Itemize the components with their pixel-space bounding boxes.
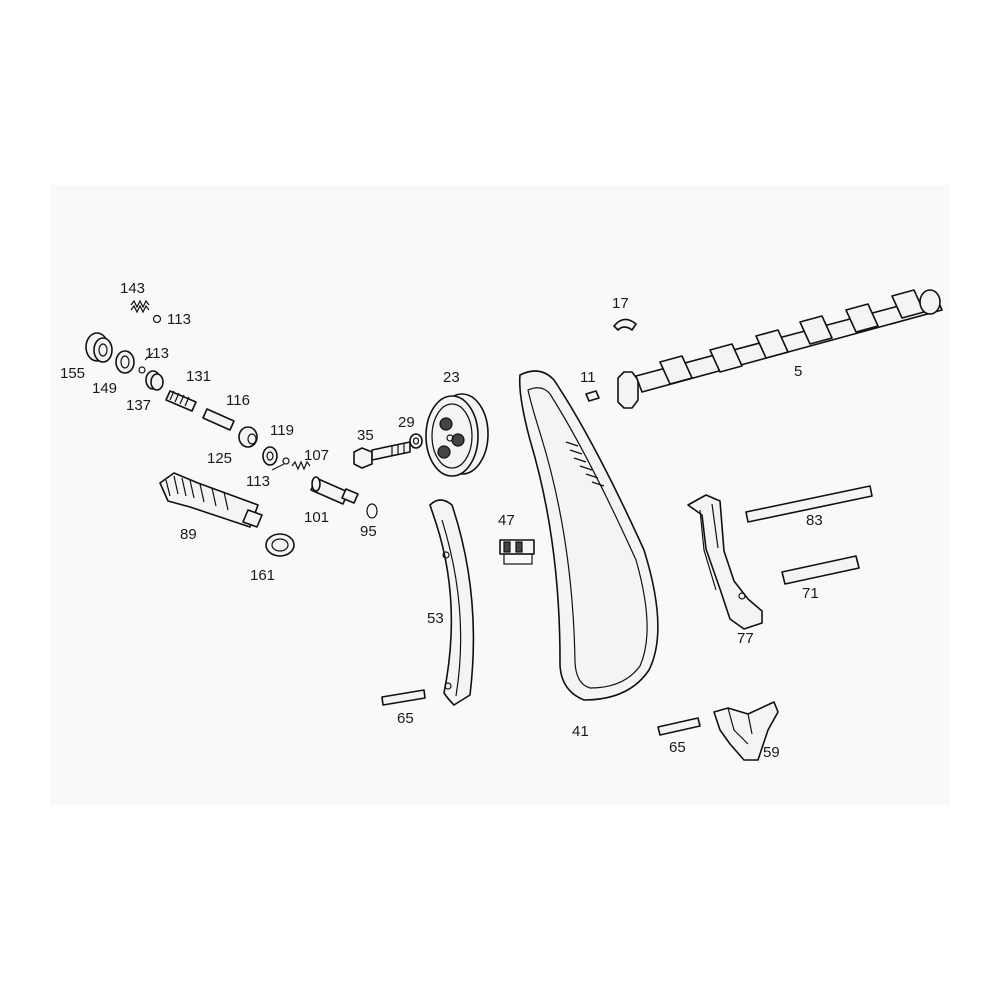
camshaft-part-5 <box>617 289 943 409</box>
callout-119: 119 <box>270 422 294 439</box>
callout-155: 155 <box>60 365 85 382</box>
callout-5: 5 <box>794 363 802 380</box>
callout-77: 77 <box>737 630 754 647</box>
rod-part-71 <box>781 555 860 585</box>
ring-part-113-top <box>152 314 162 324</box>
tensioner-arm-part-77 <box>687 494 763 630</box>
spring-part-107 <box>291 460 311 471</box>
callout-labels: 143 113 113 155 149 137 131 116 119 125 … <box>60 280 823 761</box>
leader-lines <box>144 352 285 471</box>
bracket-part-59 <box>713 701 779 761</box>
callout-23: 23 <box>443 369 460 386</box>
bushing-part-137 <box>145 370 164 391</box>
callout-116: 116 <box>226 392 250 409</box>
callout-149: 149 <box>92 380 117 397</box>
cap-part-155 <box>85 332 113 363</box>
callout-65-right: 65 <box>669 739 686 756</box>
callout-35: 35 <box>357 427 374 444</box>
plunger-part-101 <box>310 476 359 505</box>
callout-47: 47 <box>498 512 515 529</box>
ring-part-95 <box>366 503 378 519</box>
bolt-part-35 <box>353 441 411 469</box>
callout-161: 161 <box>250 567 275 584</box>
callout-17: 17 <box>612 295 629 312</box>
washer-part-119 <box>262 446 278 466</box>
callout-113-mid: 113 <box>145 345 169 362</box>
seal-ring-part-161 <box>265 533 295 557</box>
rod-part-83 <box>745 485 873 523</box>
pin-part-116 <box>202 408 235 431</box>
callout-95: 95 <box>360 523 377 540</box>
washer-part-149 <box>115 350 135 374</box>
bushing-part-125 <box>238 426 258 448</box>
tensioner-part-89 <box>159 472 263 528</box>
callout-113-low: 113 <box>246 473 270 490</box>
callout-29: 29 <box>398 414 415 431</box>
guide-rail-part-53 <box>429 499 475 706</box>
callout-11: 11 <box>580 369 596 386</box>
callout-107: 107 <box>304 447 329 464</box>
callout-71: 71 <box>802 585 819 602</box>
callout-101: 101 <box>304 509 329 526</box>
pin-part-65-left <box>381 689 426 706</box>
half-ring-part-17 <box>613 318 637 331</box>
pin-part-65-right <box>657 717 701 736</box>
callout-89: 89 <box>180 526 197 543</box>
callout-59: 59 <box>763 744 780 761</box>
callout-83: 83 <box>806 512 823 529</box>
spring-part-131 <box>165 390 197 412</box>
callout-143: 143 <box>120 280 145 297</box>
sprocket-part-23 <box>425 393 489 477</box>
callout-41: 41 <box>572 723 589 740</box>
washer-part-29 <box>409 433 423 449</box>
callout-65-left: 65 <box>397 710 414 727</box>
callout-125: 125 <box>207 450 232 467</box>
ring-part-113-low <box>282 457 290 465</box>
callout-53: 53 <box>427 610 444 627</box>
timing-chain-part-41 <box>518 370 659 701</box>
spring-part-143 <box>130 299 150 314</box>
callout-113-top: 113 <box>167 311 191 328</box>
callout-137: 137 <box>126 397 151 414</box>
chain-link-part-47 <box>499 539 535 565</box>
ring-part-113-mid <box>138 366 146 374</box>
callout-131: 131 <box>186 368 211 385</box>
dowel-part-11 <box>585 390 600 402</box>
